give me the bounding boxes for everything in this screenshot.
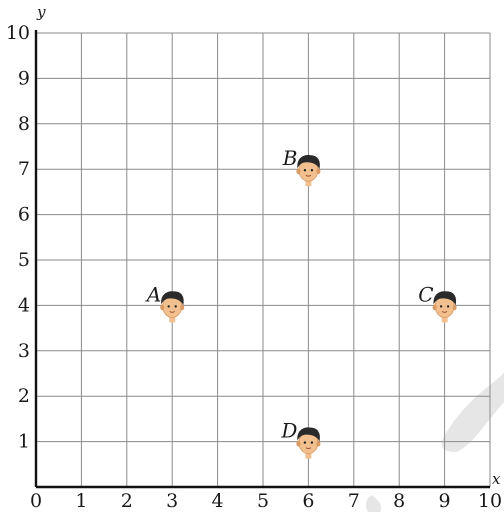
hair-shape (161, 291, 184, 306)
x-tick-label: 1 (75, 490, 87, 512)
y-tick-label: 10 (6, 22, 30, 44)
eye-shape (310, 441, 314, 444)
y-tick-label: 8 (18, 113, 30, 135)
ear-shape (160, 304, 165, 311)
x-tick-label: 5 (257, 490, 269, 512)
hair-shape (433, 291, 457, 306)
point-c-marker (432, 291, 457, 323)
eye-shape (446, 305, 450, 308)
ear-shape (316, 440, 321, 447)
eye-shape (303, 169, 307, 172)
mouth-shape (305, 174, 312, 177)
ear-shape (180, 304, 185, 311)
x-tick-label: 4 (212, 490, 224, 512)
point-b-marker (296, 155, 321, 187)
y-tick-label: 9 (18, 67, 30, 89)
x-tick-label: 7 (348, 490, 360, 512)
point-a-marker (160, 291, 185, 323)
watermark-stroke (365, 495, 382, 512)
eye-shape (439, 305, 443, 308)
points: A B C D (145, 146, 457, 459)
mouth-shape (441, 310, 448, 313)
point-label-a: A (145, 282, 161, 306)
x-tick-label: 10 (478, 490, 502, 512)
y-axis-name: y (36, 3, 46, 21)
neck-shape (305, 450, 312, 459)
y-tick-label: 1 (18, 431, 30, 453)
mouth-shape (169, 310, 176, 313)
ear-shape (432, 304, 437, 311)
point-label-b: B (282, 146, 298, 170)
neck-shape (305, 178, 312, 187)
eye-shape (167, 305, 170, 308)
mouth-shape (305, 447, 312, 450)
ear-shape (296, 440, 301, 447)
point-d-marker (296, 427, 321, 459)
ear-shape (452, 304, 457, 311)
watermark-stroke (441, 372, 504, 452)
eye-shape (174, 305, 177, 308)
x-tick-label: 9 (439, 490, 451, 512)
eye-shape (310, 169, 314, 172)
point-label-c: C (418, 282, 433, 306)
ear-shape (316, 168, 321, 175)
x-tick-label: 0 (30, 490, 42, 512)
grid-lines (36, 32, 491, 487)
x-axis-name: x (492, 470, 501, 488)
neck-shape (441, 314, 448, 323)
axes (34, 30, 490, 489)
y-tick-label: 4 (18, 294, 30, 316)
y-tick-label: 2 (18, 385, 30, 407)
y-tick-label: 7 (18, 158, 30, 180)
eye-shape (303, 441, 307, 444)
y-tick-label: 5 (18, 249, 30, 271)
y-tick-label: 6 (18, 204, 30, 226)
x-tick-label: 8 (393, 490, 405, 512)
x-tick-label: 6 (302, 490, 314, 512)
tick-labels: 0 1 2 3 4 5 6 7 8 9 10 1 2 3 4 5 6 7 8 9 10 (6, 22, 502, 512)
point-label-d: D (280, 419, 297, 443)
neck-shape (169, 314, 176, 323)
hair-shape (297, 155, 320, 170)
hair-shape (297, 427, 320, 442)
ear-shape (296, 168, 301, 175)
x-tick-label: 2 (121, 490, 133, 512)
y-tick-label: 3 (18, 340, 30, 362)
x-tick-label: 3 (166, 490, 178, 512)
watermark-shape (365, 372, 504, 512)
